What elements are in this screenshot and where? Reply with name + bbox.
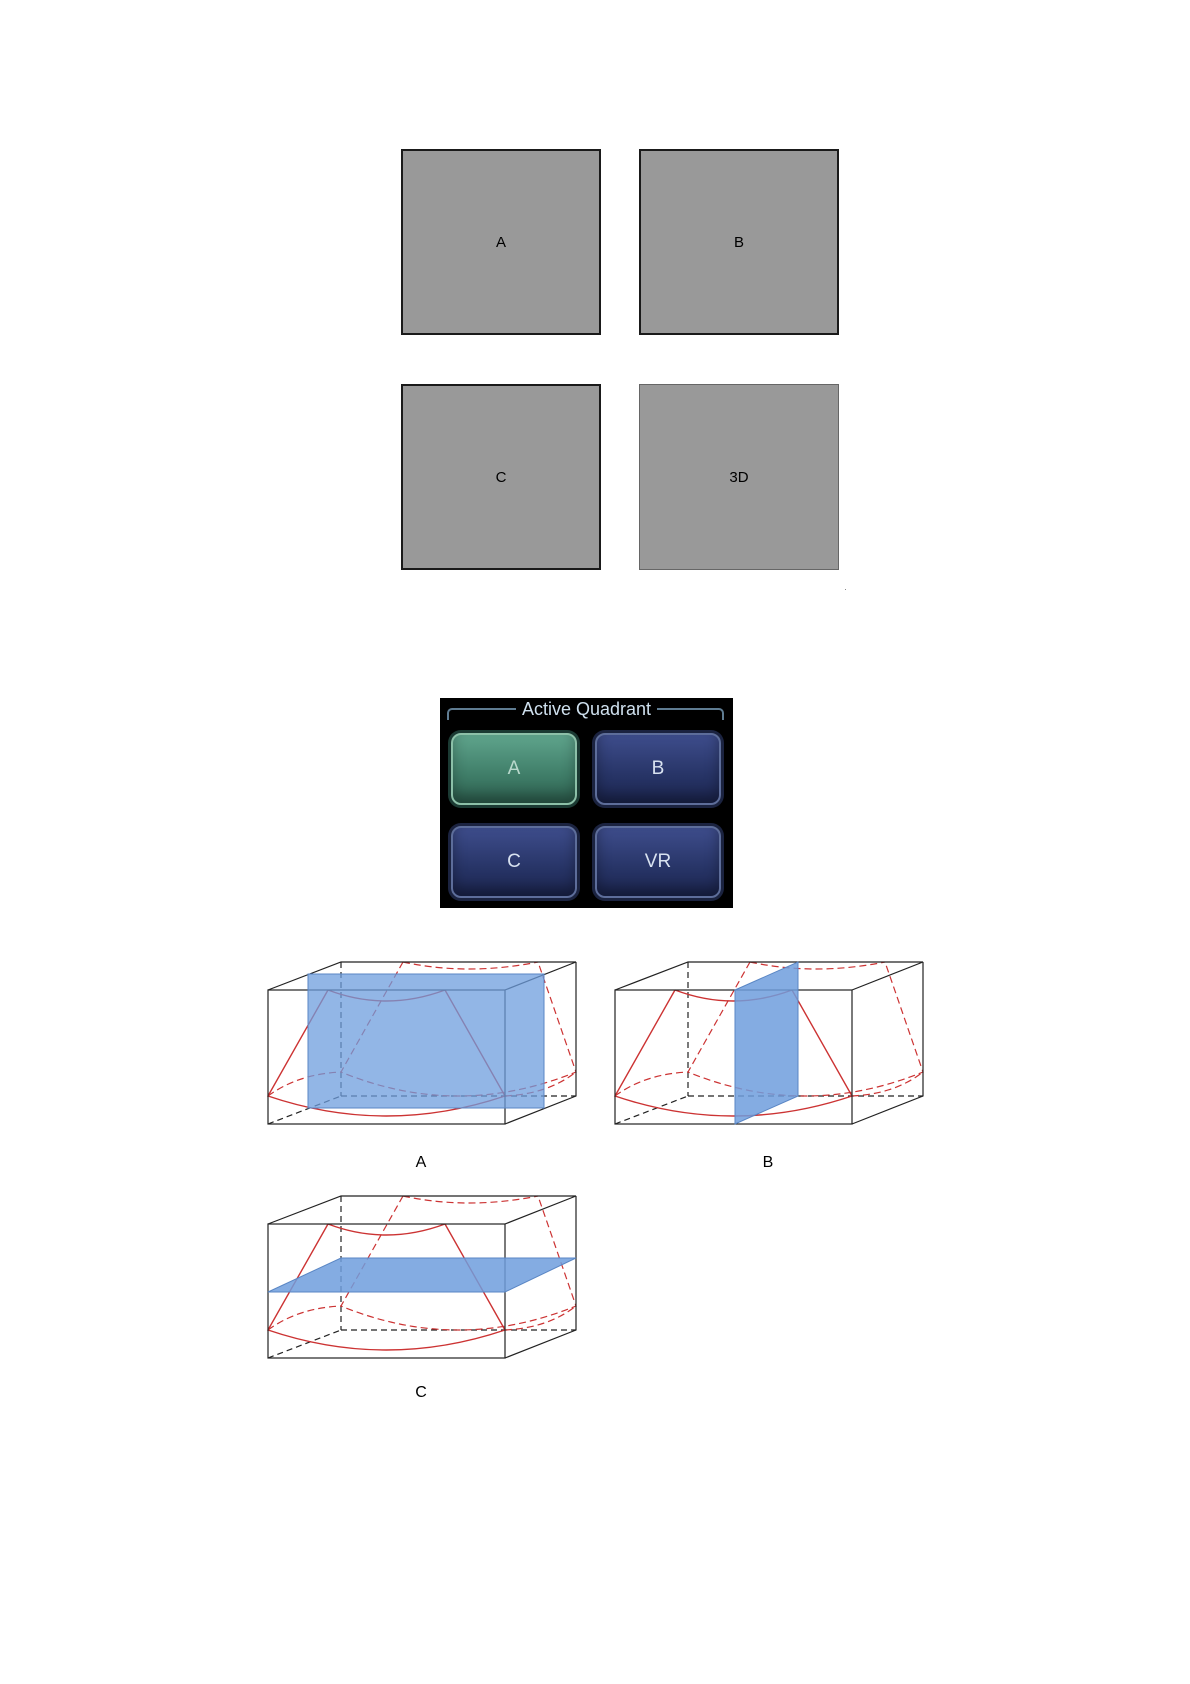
plane-diagram-c bbox=[268, 1196, 576, 1358]
plane-diagram-a bbox=[268, 962, 576, 1124]
b-plane bbox=[735, 962, 798, 1124]
caption-a: A bbox=[401, 1154, 441, 1172]
caption-c: C bbox=[401, 1384, 441, 1402]
a-plane bbox=[308, 974, 544, 1108]
c-plane bbox=[268, 1258, 576, 1292]
caption-b: B bbox=[748, 1154, 788, 1172]
plane-diagram-b bbox=[615, 962, 923, 1124]
